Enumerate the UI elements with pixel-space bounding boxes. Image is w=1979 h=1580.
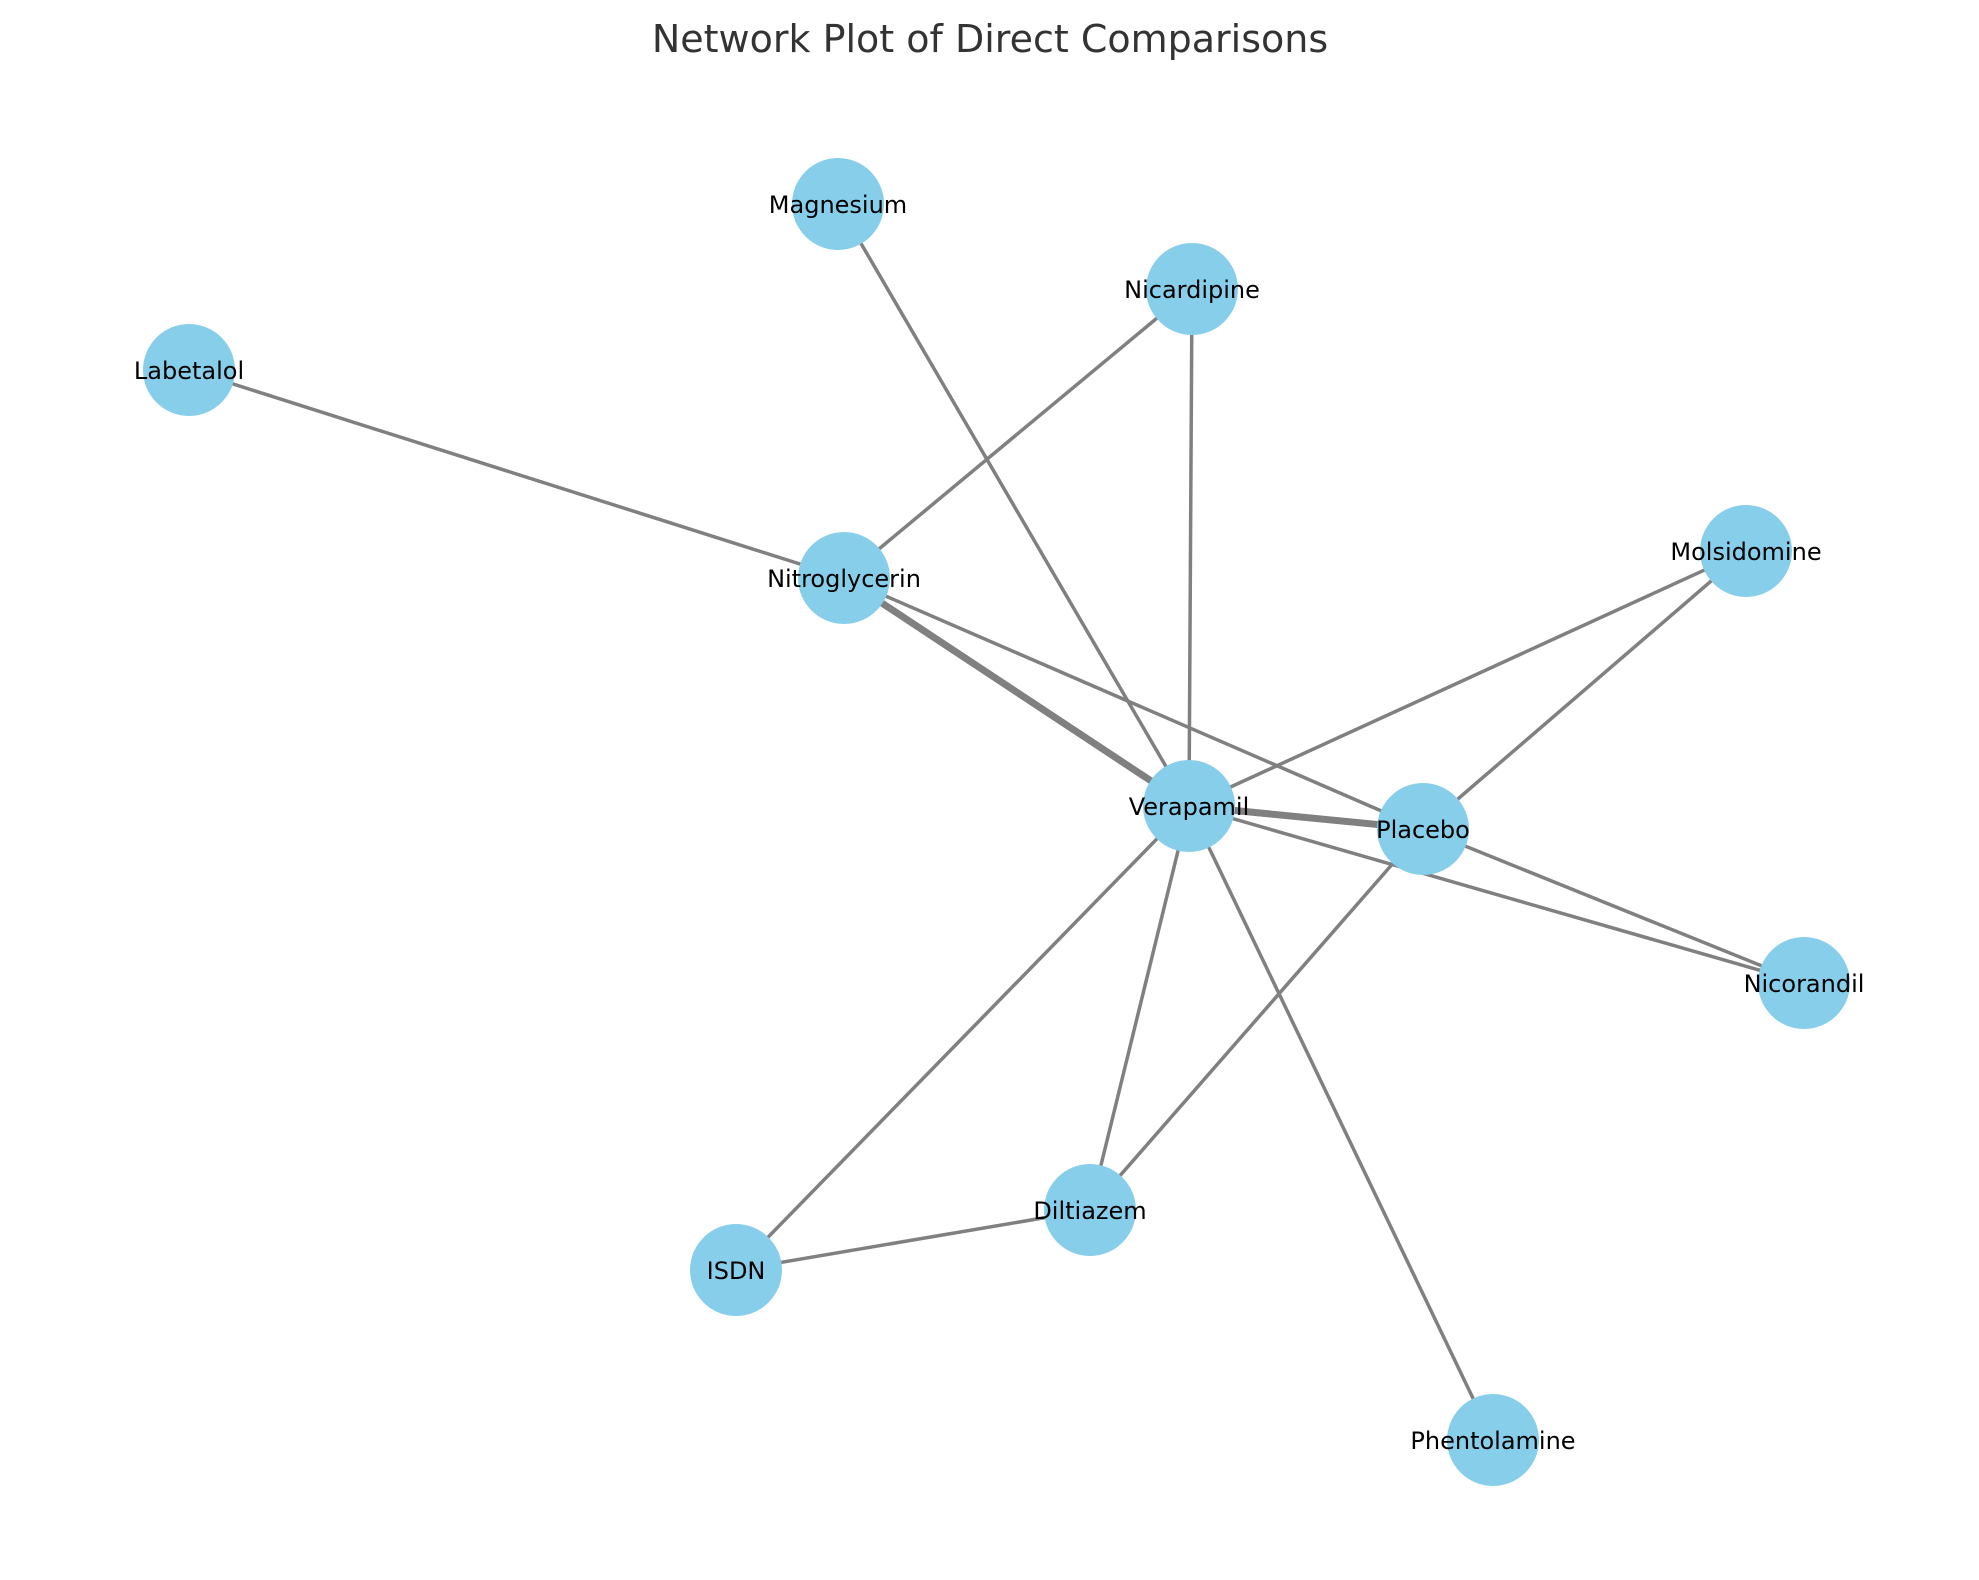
edge-verapamil-phentolamine (1187, 805, 1495, 1441)
edge-placebo-diltiazem (1088, 827, 1425, 1212)
node-diltiazem (1044, 1164, 1136, 1256)
node-label-isdn: ISDN (707, 1257, 766, 1285)
node-molsidomine (1700, 505, 1792, 597)
node-nitroglycerin (798, 532, 890, 624)
node-label-nicardipine: Nicardipine (1124, 276, 1260, 304)
edge-nicardipine-nitroglycerin (842, 287, 1194, 580)
edge-isdn-diltiazem (735, 1208, 1091, 1272)
edge-verapamil-nicorandil (1188, 804, 1805, 985)
node-placebo (1377, 783, 1469, 875)
node-label-molsidomine: Molsidomine (1670, 538, 1821, 566)
node-label-magnesium: Magnesium (769, 191, 907, 219)
edge-molsidomine-verapamil (1188, 549, 1747, 808)
node-label-verapamil: Verapamil (1129, 793, 1250, 821)
nodes-layer (143, 158, 1850, 1486)
edge-nitroglycerin-verapamil (842, 575, 1191, 809)
node-nicardipine (1146, 243, 1238, 335)
node-label-diltiazem: Diltiazem (1033, 1197, 1146, 1225)
edge-magnesium-verapamil (836, 203, 1191, 807)
edge-verapamil-isdn (734, 804, 1191, 1272)
node-nicorandil (1758, 937, 1850, 1029)
node-labetalol (143, 324, 235, 416)
node-label-labetalol: Labetalol (134, 357, 244, 385)
node-label-placebo: Placebo (1376, 816, 1470, 844)
edge-molsidomine-placebo (1421, 549, 1748, 831)
edge-verapamil-diltiazem (1088, 805, 1191, 1211)
node-label-nitroglycerin: Nitroglycerin (767, 565, 921, 593)
node-isdn (690, 1224, 782, 1316)
edge-nicardipine-verapamil (1187, 288, 1194, 807)
edges-layer (188, 203, 1805, 1441)
labels-layer: MagnesiumNicardipineLabetalolNitroglycer… (134, 191, 1865, 1455)
edge-labetalol-nitroglycerin (188, 368, 845, 580)
plot-title: Network Plot of Direct Comparisons (652, 17, 1328, 61)
node-phentolamine (1447, 1394, 1539, 1486)
node-magnesium (792, 158, 884, 250)
edge-placebo-nicorandil (1422, 827, 1805, 985)
node-label-nicorandil: Nicorandil (1744, 970, 1865, 998)
node-label-phentolamine: Phentolamine (1410, 1427, 1575, 1455)
node-verapamil (1143, 760, 1235, 852)
edge-nitroglycerin-placebo (843, 576, 1424, 831)
